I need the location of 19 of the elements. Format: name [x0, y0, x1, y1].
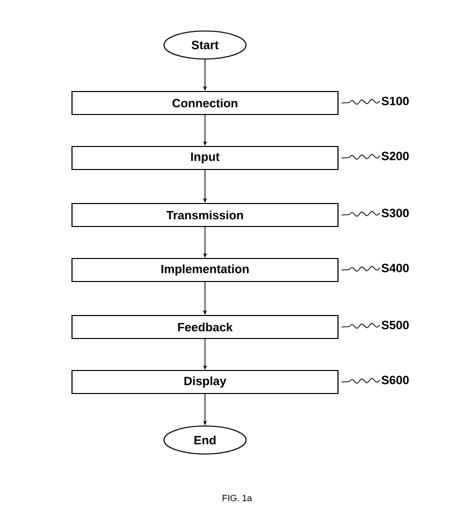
leader-line [341, 378, 380, 384]
figure-caption: FIG. 1a [222, 494, 252, 502]
step-label: S500 [382, 320, 409, 330]
leader-line [341, 99, 380, 105]
process-box: Display [71, 370, 339, 394]
step-label: S400 [382, 264, 409, 272]
step-label: S600 [382, 376, 409, 384]
process-box: Implementation [71, 258, 339, 282]
process-box: Transmission [71, 202, 339, 228]
step-label: S300 [382, 208, 409, 218]
process-box: Connection [71, 90, 339, 116]
leader-line [341, 266, 380, 272]
leader-line [341, 323, 380, 329]
leader-line [341, 154, 380, 160]
leader-line [341, 211, 380, 217]
process-box: Feedback [71, 314, 339, 340]
step-label: S200 [382, 152, 409, 160]
process-box: Input [71, 146, 339, 170]
step-label: S100 [382, 96, 409, 106]
